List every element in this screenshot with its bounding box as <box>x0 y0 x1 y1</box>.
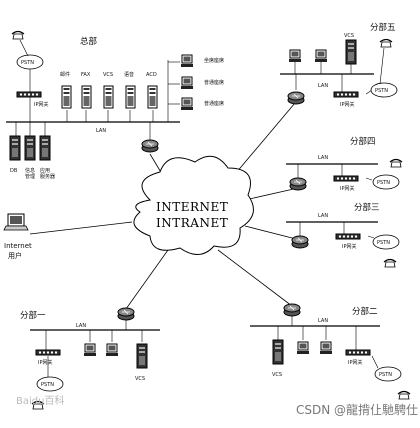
branch3-lan-label: LAN <box>318 213 328 219</box>
branch1-gateway-icon <box>35 349 61 356</box>
message-manager-label-2: 管理 <box>25 173 35 180</box>
branch5-pstn-label: PSTN <box>375 88 388 94</box>
hq-telephone-icon <box>11 30 25 40</box>
voice-server-icon <box>125 85 136 109</box>
branch5-vcs-label: VCS <box>344 33 354 39</box>
cloud-label-internet: INTERNET <box>156 200 228 214</box>
fax-server-label: FAX <box>81 72 91 78</box>
branch5-router-icon <box>287 91 305 105</box>
branch5-title: 分部五 <box>370 22 396 33</box>
branch-four-site: 分部四 LAN IP网关 PSTN <box>286 136 403 192</box>
acd-server-icon <box>147 85 158 109</box>
hq-pstn-label: PSTN <box>21 60 34 66</box>
app-server-label-2: 服务器 <box>40 173 55 180</box>
hq-lan-label: LAN <box>96 128 106 134</box>
branch2-pstn-label: PSTN <box>379 372 392 378</box>
branch2-pc-icon-1 <box>296 341 310 355</box>
branch-three-site: 分部三 LAN IP网关 PSTN <box>286 202 400 268</box>
message-manager-label-1: 信息 <box>25 167 35 174</box>
branch3-gateway-icon <box>335 233 361 240</box>
branch3-router-icon <box>291 235 309 249</box>
branch2-lan-label: LAN <box>318 318 328 324</box>
internet-user-label-1: Internet <box>4 242 32 250</box>
branch1-gateway-label: IP网关 <box>38 359 53 366</box>
branch2-pc-icon-2 <box>319 341 333 355</box>
branch1-title: 分部一 <box>20 310 46 321</box>
branch1-vcs-icon <box>136 343 148 369</box>
branch2-gateway-label: IP网关 <box>348 359 363 366</box>
branch3-title: 分部三 <box>354 202 380 213</box>
internet-user-site: Internet 用户 <box>3 213 32 260</box>
branch5-pc-icon-2 <box>314 49 328 63</box>
branch4-pstn-label: PSTN <box>377 180 390 186</box>
branch4-router-icon <box>289 177 307 191</box>
branch3-telephone-icon <box>383 258 397 268</box>
app-server-label-1: 应用 <box>40 167 50 174</box>
branch2-vcs-label: VCS <box>272 372 282 378</box>
mail-server-label: 邮件 <box>60 71 70 78</box>
hq-title: 总部 <box>80 36 98 47</box>
branch5-telephone-icon <box>379 38 393 48</box>
hq-gateway-label: IP网关 <box>34 101 49 108</box>
branch1-pstn-label: PSTN <box>41 382 54 388</box>
branch5-vcs-icon <box>345 39 357 65</box>
branch5-pc-icon-1 <box>288 49 302 63</box>
db-server-icon <box>9 135 21 161</box>
branch1-lan-label: LAN <box>76 323 86 329</box>
branch5-gateway-label: IP网关 <box>340 101 355 108</box>
branch2-title: 分部二 <box>352 306 378 317</box>
agent-seat-label-1: 坐席座席 <box>204 57 224 64</box>
branch4-gateway-label: IP网关 <box>340 185 355 192</box>
branch-two-site: 分部二 LAN VCS IP网关 PSTN <box>250 303 411 400</box>
branch4-telephone-icon <box>389 158 403 168</box>
branch2-router-icon <box>283 303 301 317</box>
branch4-gateway-icon <box>333 175 359 182</box>
agent-seat-pc-icon-2 <box>180 76 194 90</box>
mail-server-icon <box>61 85 72 109</box>
branch1-pc-icon-2 <box>105 343 119 357</box>
branch3-gateway-label: IP网关 <box>342 243 357 250</box>
branch4-title: 分部四 <box>350 136 376 147</box>
branch1-vcs-label: VCS <box>135 376 145 382</box>
vcs-server-label: VCS <box>103 72 113 78</box>
hq-gateway-icon <box>16 91 42 98</box>
cloud-label-intranet: INTRANET <box>156 216 228 230</box>
agent-seat-pc-icon-3 <box>180 97 194 111</box>
agent-seat-pc-icon-1 <box>180 54 194 68</box>
headquarters-site: PSTN IP网关 总部 LAN 邮件 FAX VCS 语音 ACD 坐席座席 <box>6 30 224 180</box>
db-server-label: DB <box>10 168 18 174</box>
acd-server-label: ACD <box>146 72 157 78</box>
fax-server-icon <box>81 85 92 109</box>
message-manager-icon <box>24 135 36 161</box>
branch2-vcs-icon <box>272 339 284 365</box>
internet-intranet-cloud: INTERNET INTRANET <box>133 155 254 255</box>
branch-one-site: 分部一 LAN IP网关 VCS PSTN <box>20 307 160 410</box>
csdn-watermark: CSDN @龍揹仩馳騁仕 <box>296 402 418 417</box>
branch2-telephone-icon <box>397 390 411 400</box>
baidu-watermark: Baidu百科 <box>16 394 64 407</box>
branch4-lan-label: LAN <box>318 155 328 161</box>
branch5-lan-label: LAN <box>318 83 328 89</box>
voice-server-label: 语音 <box>124 71 134 78</box>
branch3-pstn-label: PSTN <box>377 240 390 246</box>
branch1-pc-icon-1 <box>83 343 97 357</box>
app-server-icon <box>39 135 51 161</box>
vcs-server-icon <box>103 85 114 109</box>
branch5-gateway-icon <box>333 91 359 98</box>
branch2-gateway-icon <box>345 349 371 356</box>
branch-five-site: 分部五 VCS LAN IP网关 PSTN <box>280 22 398 108</box>
agent-seat-label-2: 普通座席 <box>204 79 224 86</box>
hq-router-icon <box>141 139 159 153</box>
agent-seat-label-3: 普通座席 <box>204 100 224 107</box>
internet-user-label-2: 用户 <box>8 251 22 260</box>
branch1-router-icon <box>117 307 135 321</box>
